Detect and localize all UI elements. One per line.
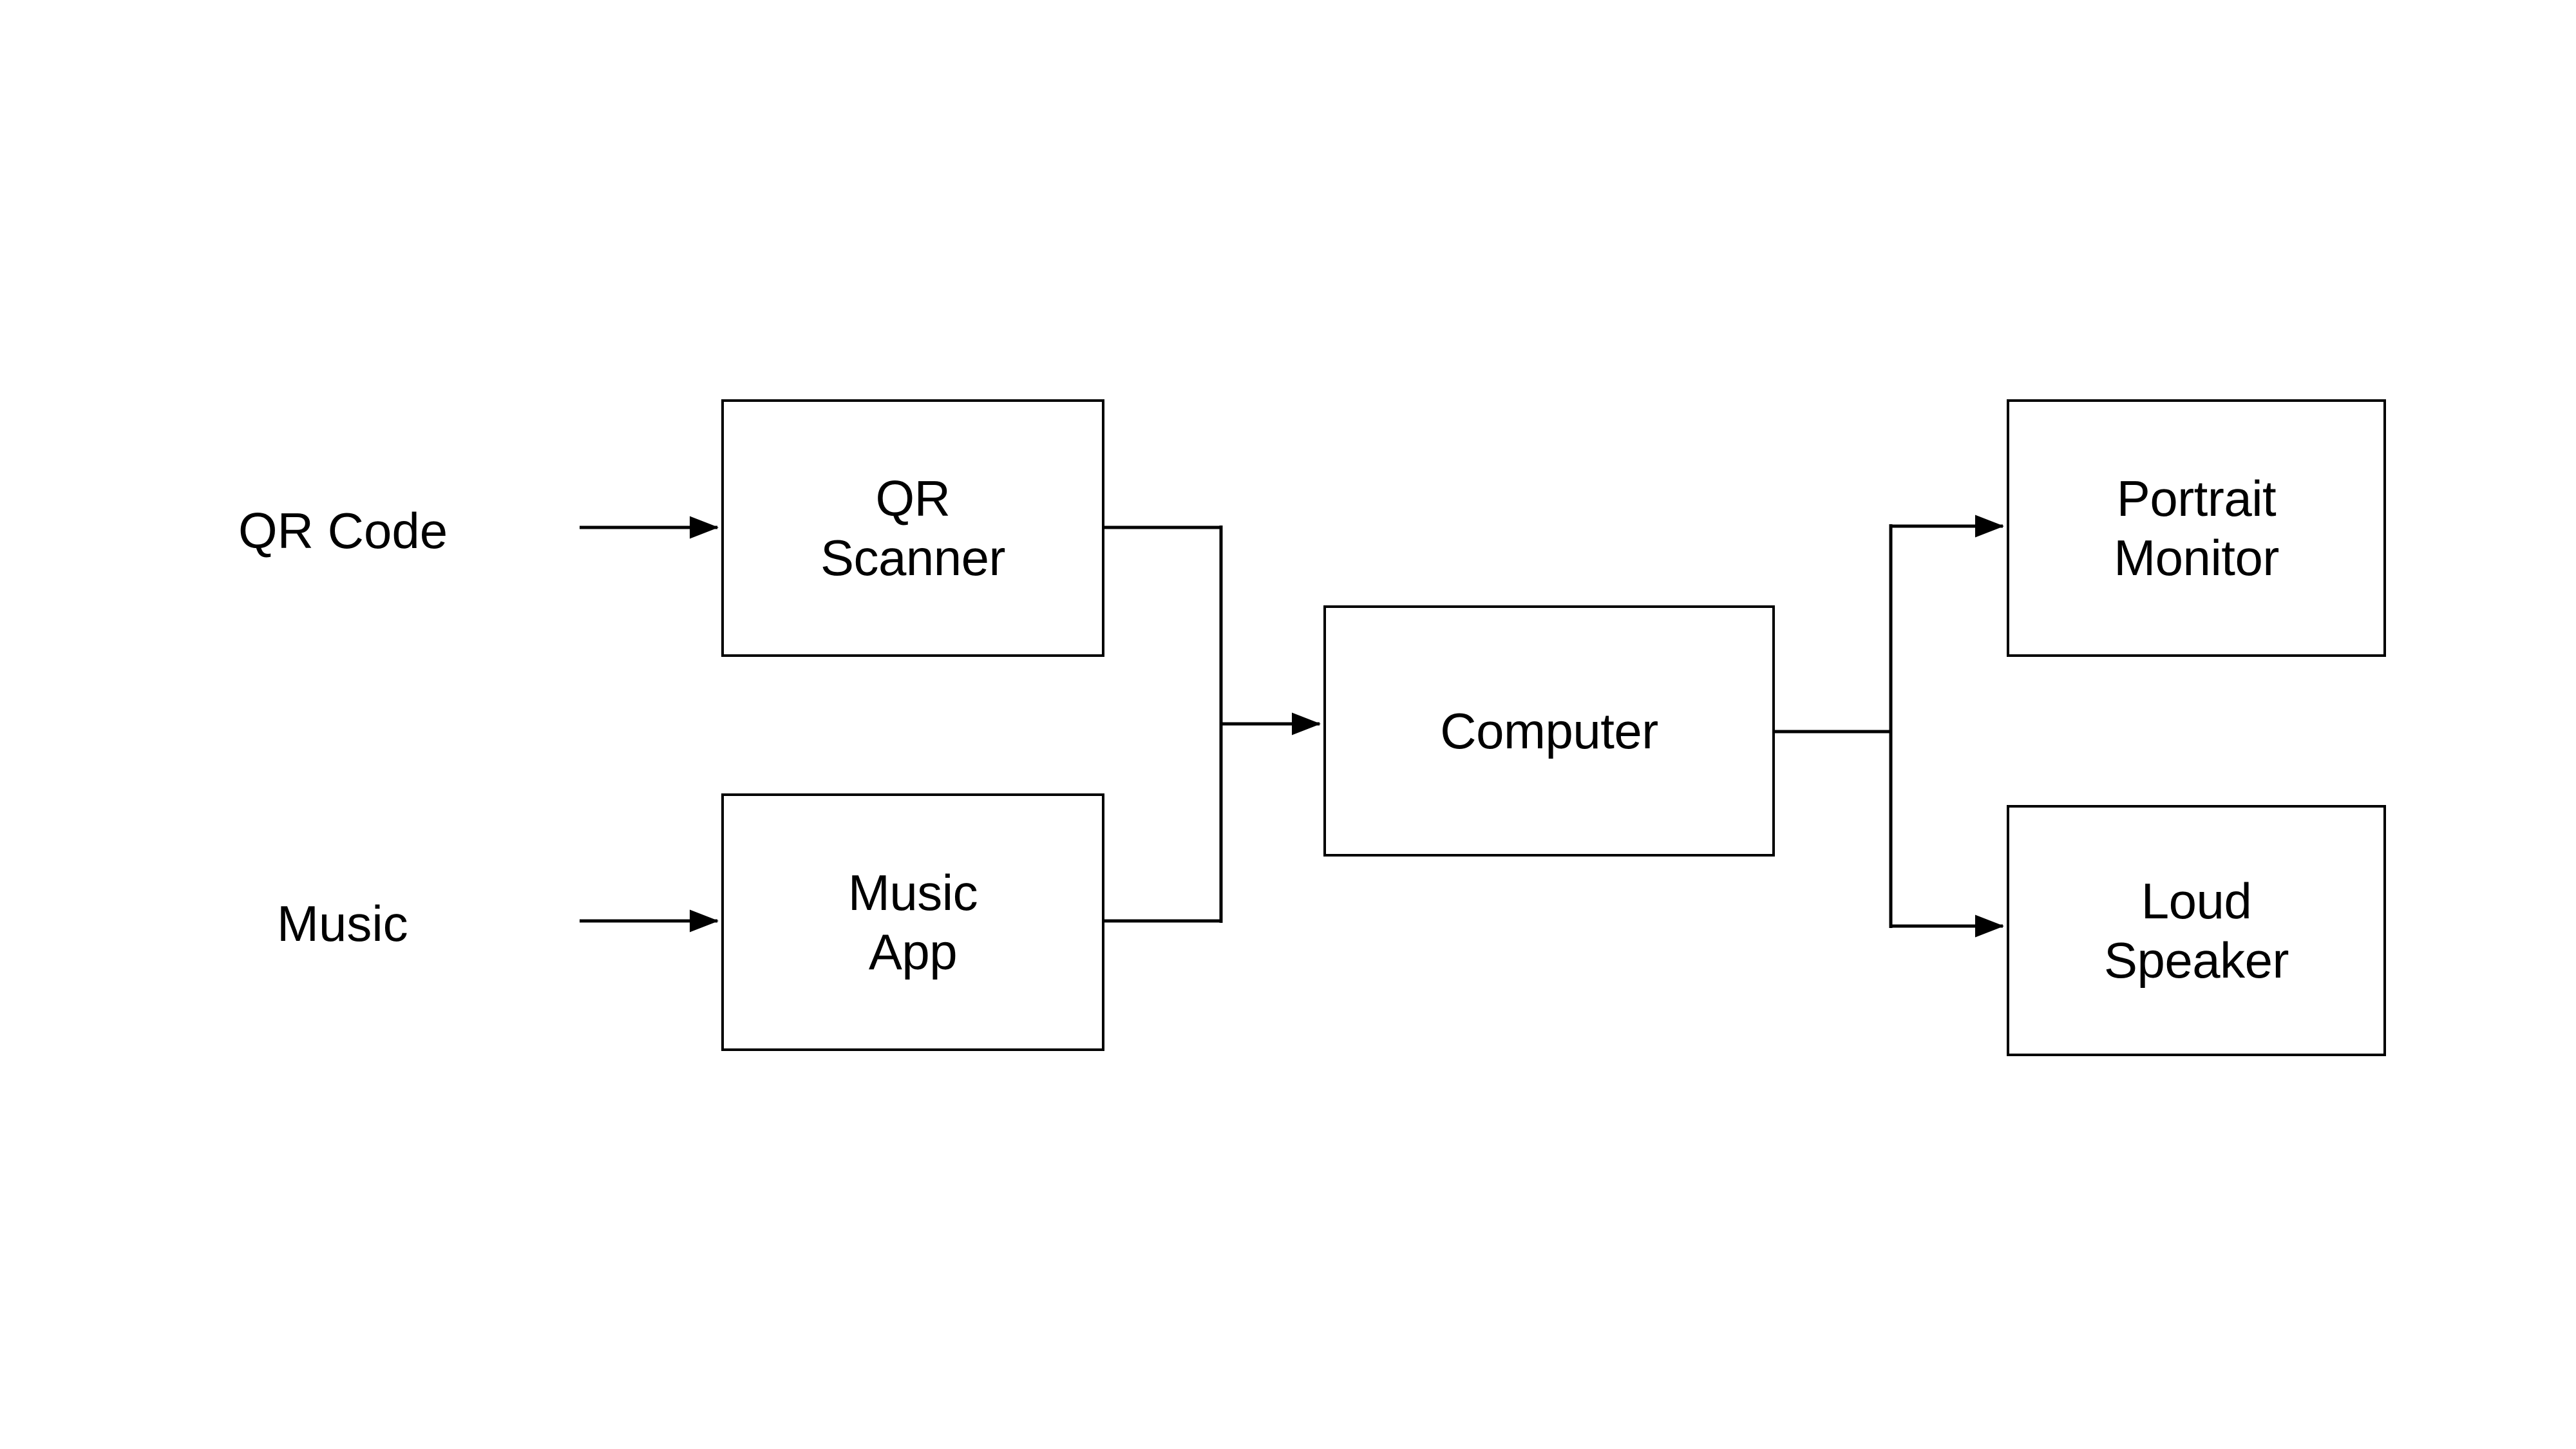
node-computer[interactable]: Computer — [1323, 605, 1775, 857]
node-computer-label: Computer — [1440, 702, 1658, 759]
node-qr-scanner[interactable]: QR Scanner — [721, 399, 1104, 657]
label-music: Music — [277, 895, 408, 952]
node-portrait-monitor-label: Portrait Monitor — [2114, 469, 2279, 586]
node-music-app[interactable]: Music App — [721, 793, 1104, 1051]
node-qr-scanner-label: QR Scanner — [820, 469, 1006, 586]
node-portrait-monitor[interactable]: Portrait Monitor — [2007, 399, 2386, 657]
node-loud-speaker[interactable]: Loud Speaker — [2007, 805, 2386, 1056]
node-music-app-label: Music App — [848, 864, 978, 980]
node-loud-speaker-label: Loud Speaker — [2103, 872, 2289, 989]
label-qr-code: QR Code — [238, 502, 448, 559]
